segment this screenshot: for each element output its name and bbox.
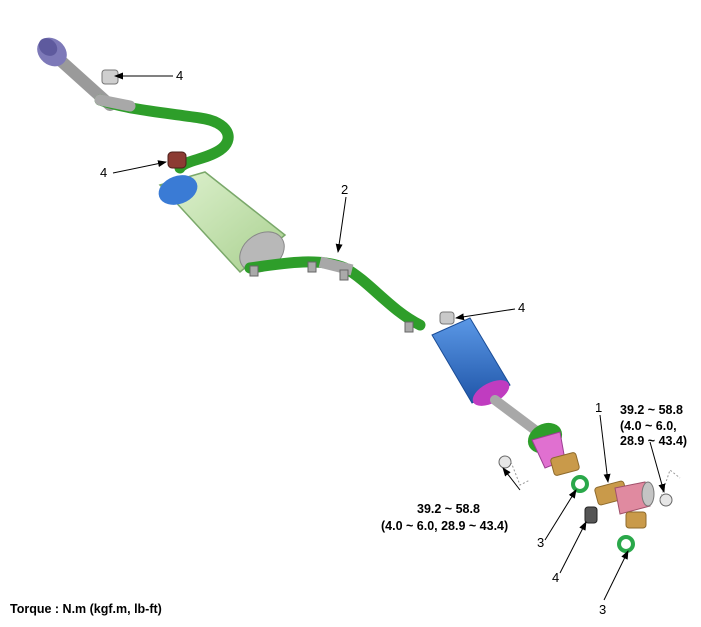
front-pipe-section bbox=[490, 395, 580, 476]
callout-front-pipe: 1 bbox=[595, 400, 602, 415]
callout-front-hanger: 4 bbox=[100, 165, 107, 180]
rubber-hanger-rear bbox=[101, 69, 119, 85]
flange-nut-left bbox=[498, 455, 512, 469]
torque-right-line3: 28.9 ~ 43.4) bbox=[620, 434, 687, 448]
torque-right-line1: 39.2 ~ 58.8 bbox=[620, 403, 683, 417]
rubber-hanger-front bbox=[167, 151, 187, 169]
callout-gasket-b: 3 bbox=[599, 602, 606, 617]
callout-center-pipe: 2 bbox=[341, 182, 348, 197]
rubber-hanger-center bbox=[439, 311, 455, 325]
torque-spec-right: 39.2 ~ 58.8 (4.0 ~ 6.0, 28.9 ~ 43.4) bbox=[620, 403, 687, 448]
rubber-hanger-lower bbox=[584, 506, 598, 524]
callout-gasket-a: 3 bbox=[537, 535, 544, 550]
gasket-b bbox=[617, 535, 635, 553]
callout-mid-hanger: 4 bbox=[518, 300, 525, 315]
front-muffler-pipe bbox=[594, 480, 655, 529]
rear-pipe bbox=[94, 94, 234, 174]
guide-lines bbox=[510, 461, 681, 501]
exhaust-tip bbox=[37, 37, 116, 111]
torque-left-line2: (4.0 ~ 6.0, 28.9 ~ 43.4) bbox=[381, 519, 508, 533]
torque-left-line1: 39.2 ~ 58.8 bbox=[417, 502, 480, 516]
torque-right-line2: (4.0 ~ 6.0, bbox=[620, 419, 677, 433]
callout-nut-lower: 4 bbox=[552, 570, 559, 585]
gasket-a bbox=[571, 475, 589, 493]
torque-spec-left: 39.2 ~ 58.8 (4.0 ~ 6.0, 28.9 ~ 43.4) bbox=[381, 502, 508, 533]
leader-lines bbox=[112, 72, 666, 601]
torque-unit-note: Torque : N.m (kgf.m, lb-ft) bbox=[10, 602, 162, 616]
resonator bbox=[431, 317, 511, 406]
center-pipe bbox=[244, 256, 426, 333]
callout-tip-clamp: 4 bbox=[176, 68, 183, 83]
